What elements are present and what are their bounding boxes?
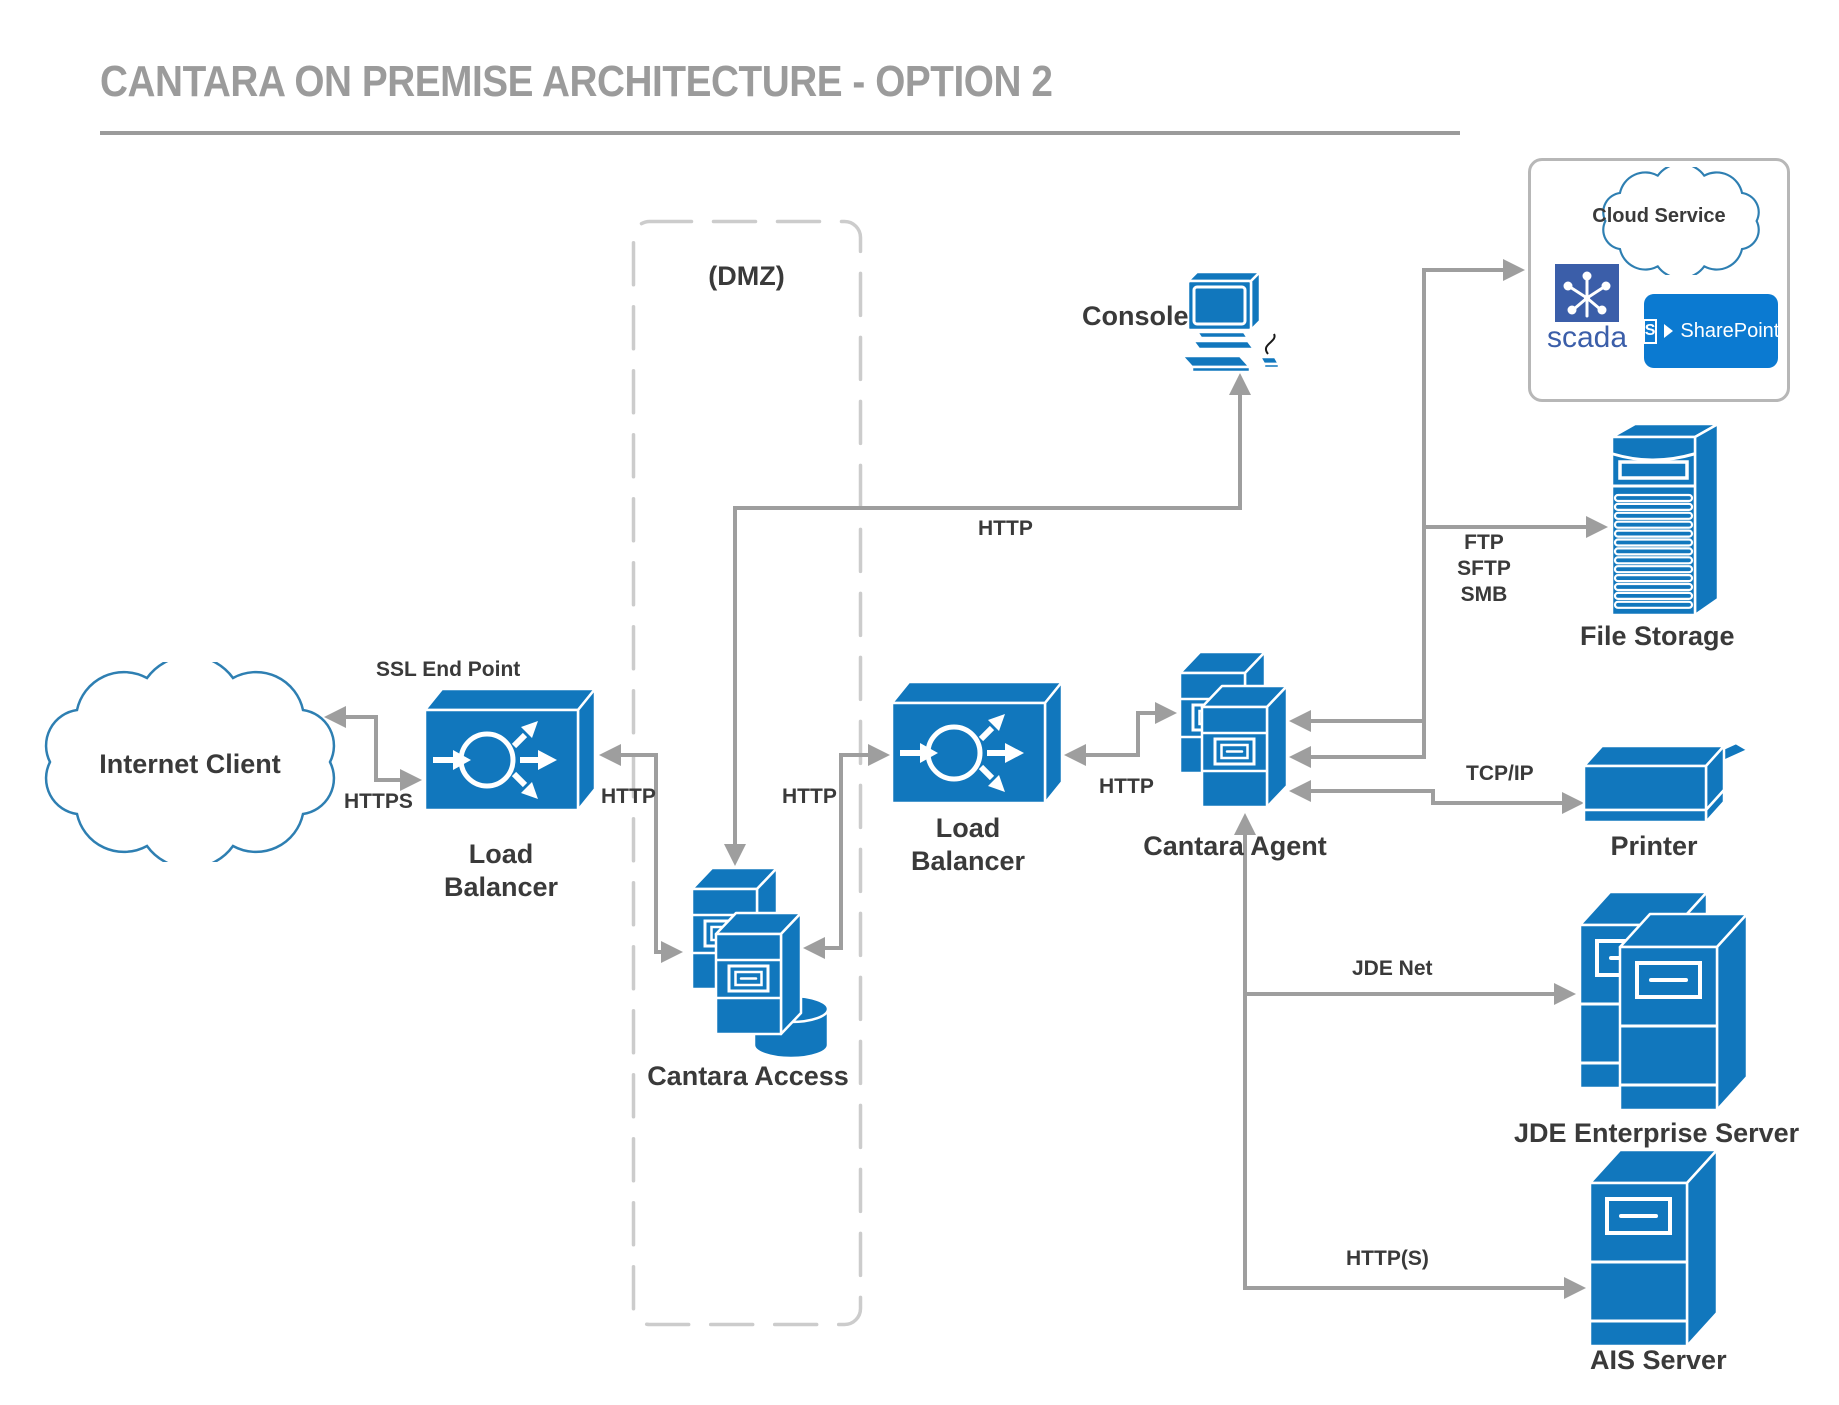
load-balancer-1-label-line1: Load: [468, 839, 534, 869]
connector-agent-filestorage: [1289, 516, 1608, 768]
jde-enterprise-server-icon: [1580, 892, 1749, 1112]
jde-net-label: JDE Net: [1352, 957, 1433, 980]
ais-server-icon: [1590, 1150, 1719, 1348]
sharepoint-badge: S SharePoint: [1642, 294, 1780, 368]
cloud-service-group: Cloud Service: [1528, 158, 1790, 402]
load-balancer-1-label: Load Balancer: [421, 838, 581, 904]
connector-access-lb2: [803, 744, 890, 959]
https-label: HTTPS: [344, 790, 413, 813]
load-balancer-1-icon: [425, 688, 597, 812]
load-balancer-2-label-line1: Load: [935, 813, 1001, 843]
printer-label: Printer: [1610, 831, 1698, 861]
connector-access-console: [724, 373, 1251, 866]
page-title: CANTARA ON PREMISE ARCHITECTURE - OPTION…: [100, 57, 1053, 106]
load-balancer-1-label-line2: Balancer: [443, 872, 559, 902]
load-balancer-2-label-line2: Balancer: [910, 846, 1026, 876]
scada-logo-tile: [1555, 264, 1619, 322]
disk-slats: [1613, 493, 1694, 609]
console-label: Console: [1082, 301, 1189, 331]
connector-agent-printer: [1289, 780, 1584, 814]
title-underline: [100, 131, 1460, 135]
dmz-zone-label: (DMZ): [708, 261, 785, 291]
ftp-label: FTP: [1464, 531, 1504, 554]
file-storage-icon: [1612, 422, 1720, 617]
cantara-access-servers-icon: [690, 868, 830, 1060]
file-storage-label: File Storage: [1580, 621, 1735, 651]
connector-agent-jde-ais: [1234, 813, 1586, 1299]
connector-internet-lb1: [324, 706, 422, 791]
smb-label: SMB: [1460, 583, 1508, 606]
sftp-label: SFTP: [1457, 557, 1511, 580]
jde-enterprise-server-label: JDE Enterprise Server: [1514, 1118, 1800, 1148]
https-ais-label: HTTP(S): [1346, 1247, 1429, 1270]
scada-flower-icon: [1563, 271, 1611, 318]
http-access-lb2-label: HTTP: [782, 785, 837, 808]
ais-server-label: AIS Server: [1590, 1345, 1727, 1375]
http-console-label: HTTP: [978, 517, 1033, 540]
internet-client-label: Internet Client: [99, 749, 281, 779]
load-balancer-2-label: Load Balancer: [888, 812, 1048, 878]
sharepoint-chevron-icon: [1664, 324, 1674, 338]
ssl-end-point-label: SSL End Point: [376, 658, 521, 681]
file-protocols-label: FTP SFTP SMB: [1434, 530, 1534, 608]
dmz-zone-border: [631, 219, 863, 1327]
connector-lb2-agent: [1064, 702, 1177, 766]
console-computer-icon: [1180, 270, 1281, 374]
connector-agent-cloudservice: [1289, 259, 1525, 732]
connector-lb1-access: [599, 744, 683, 963]
sharepoint-wordmark: SharePoint: [1680, 319, 1780, 342]
tcpip-label: TCP/IP: [1466, 762, 1534, 785]
cantara-agent-label: Cantara Agent: [1143, 831, 1327, 861]
printer-icon: [1582, 741, 1750, 824]
scada-wordmark: scada: [1546, 321, 1628, 354]
http-lb2-agent-label: HTTP: [1099, 775, 1154, 798]
load-balancer-2-icon: [892, 681, 1064, 805]
cloud-service-label: Cloud Service: [1592, 205, 1726, 227]
cantara-agent-servers-icon: [1180, 652, 1289, 809]
cantara-access-label: Cantara Access: [647, 1061, 849, 1091]
http-lb1-access-label: HTTP: [601, 785, 656, 808]
sharepoint-logo-icon: S: [1642, 318, 1658, 344]
